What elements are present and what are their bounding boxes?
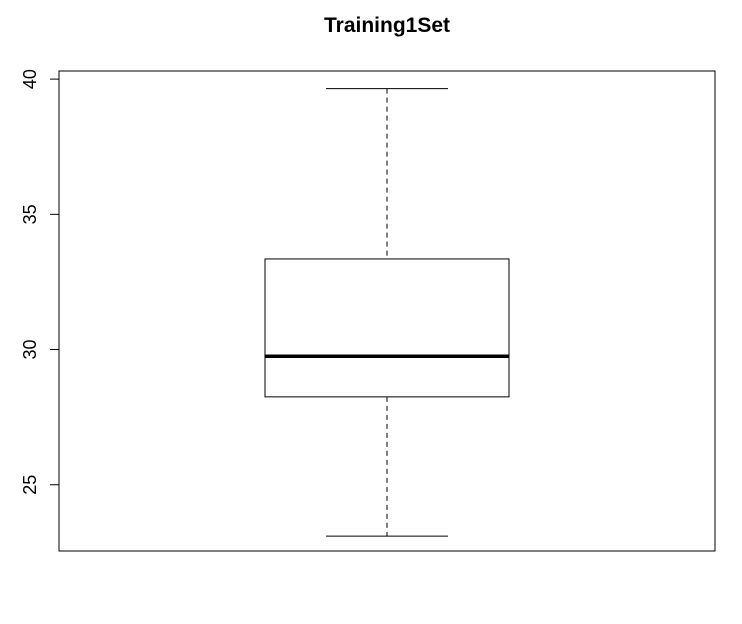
box-group [264, 88, 510, 537]
y-tick-label: 30 [20, 340, 40, 360]
y-tick-label: 25 [20, 475, 40, 495]
y-tick-label: 35 [20, 204, 40, 224]
y-axis: 25 30 35 40 [20, 69, 60, 495]
iqr-box [264, 258, 510, 398]
y-tick-label: 40 [20, 69, 40, 89]
chart-title: Training1Set [324, 14, 450, 37]
